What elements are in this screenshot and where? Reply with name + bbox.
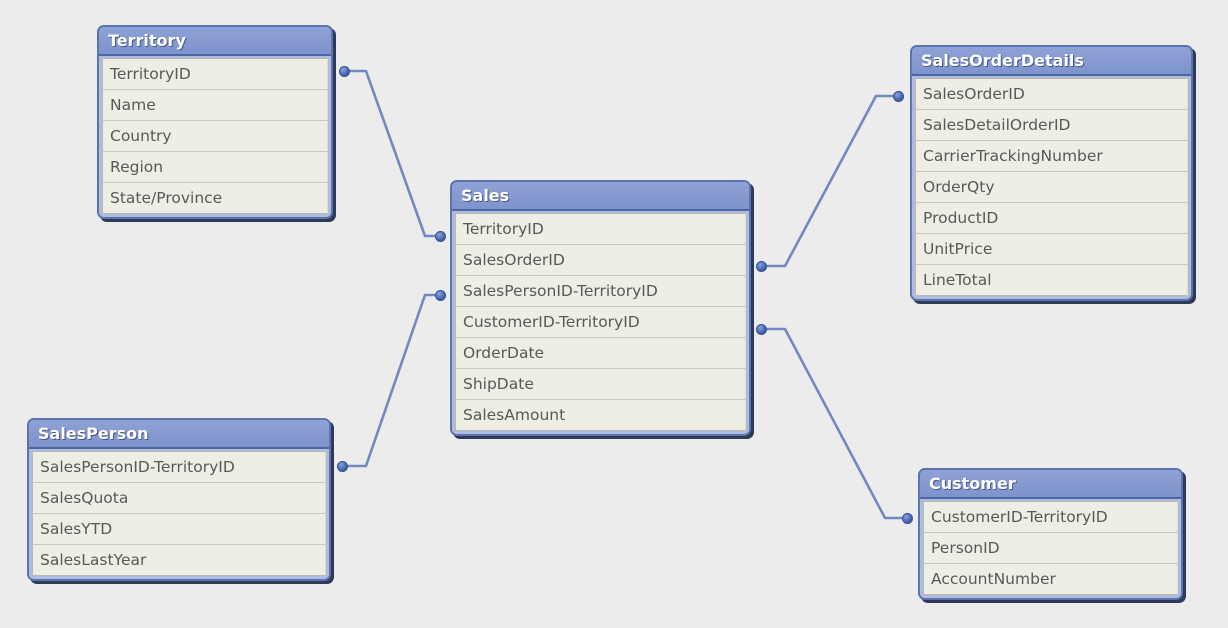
- field-row[interactable]: PersonID: [923, 533, 1178, 564]
- field-row[interactable]: OrderDate: [455, 338, 746, 369]
- field-row[interactable]: CustomerID-TerritoryID: [455, 307, 746, 338]
- field-row[interactable]: CarrierTrackingNumber: [915, 141, 1188, 172]
- field-row[interactable]: CustomerID-TerritoryID: [923, 501, 1178, 533]
- territory-territoryid-endpoint[interactable]: [338, 65, 350, 77]
- field-row[interactable]: SalesLastYear: [32, 545, 326, 576]
- field-row[interactable]: UnitPrice: [915, 234, 1188, 265]
- field-row[interactable]: SalesYTD: [32, 514, 326, 545]
- field-row[interactable]: ProductID: [915, 203, 1188, 234]
- field-row[interactable]: Region: [102, 152, 328, 183]
- field-row[interactable]: ShipDate: [455, 369, 746, 400]
- field-row[interactable]: SalesOrderID: [455, 245, 746, 276]
- table-title-territory[interactable]: Territory: [99, 27, 331, 56]
- sales-territoryid-endpoint[interactable]: [434, 230, 446, 242]
- sales-customerid-endpoint[interactable]: [755, 323, 767, 335]
- field-row[interactable]: SalesPersonID-TerritoryID: [455, 276, 746, 307]
- link-salesperson-sales[interactable]: [340, 293, 442, 468]
- field-row[interactable]: SalesQuota: [32, 483, 326, 514]
- salesperson-salespersonid-endpoint[interactable]: [336, 460, 348, 472]
- link-sales-customer[interactable]: [759, 327, 909, 520]
- field-row[interactable]: TerritoryID: [102, 58, 328, 90]
- customer-customerid-endpoint[interactable]: [901, 512, 913, 524]
- field-row[interactable]: Country: [102, 121, 328, 152]
- field-row[interactable]: SalesPersonID-TerritoryID: [32, 451, 326, 483]
- field-row[interactable]: OrderQty: [915, 172, 1188, 203]
- link-territory-sales[interactable]: [342, 69, 442, 238]
- link-sales-salesorderdetails[interactable]: [759, 94, 900, 268]
- field-row[interactable]: State/Province: [102, 183, 328, 214]
- field-row[interactable]: Name: [102, 90, 328, 121]
- salesorderdetails-salesorderid-endpoint[interactable]: [892, 90, 904, 102]
- field-row[interactable]: LineTotal: [915, 265, 1188, 296]
- field-row[interactable]: SalesAmount: [455, 400, 746, 431]
- field-row[interactable]: SalesDetailOrderID: [915, 110, 1188, 141]
- table-title-salesperson[interactable]: SalesPerson: [29, 420, 329, 449]
- table-title-customer[interactable]: Customer: [920, 470, 1181, 499]
- field-row[interactable]: TerritoryID: [455, 213, 746, 245]
- sales-salesorderid-endpoint[interactable]: [755, 260, 767, 272]
- table-title-sales[interactable]: Sales: [452, 182, 749, 211]
- field-row[interactable]: AccountNumber: [923, 564, 1178, 595]
- table-title-salesorderdetails[interactable]: SalesOrderDetails: [912, 47, 1191, 76]
- field-row[interactable]: SalesOrderID: [915, 78, 1188, 110]
- sales-salespersonid-endpoint[interactable]: [434, 289, 446, 301]
